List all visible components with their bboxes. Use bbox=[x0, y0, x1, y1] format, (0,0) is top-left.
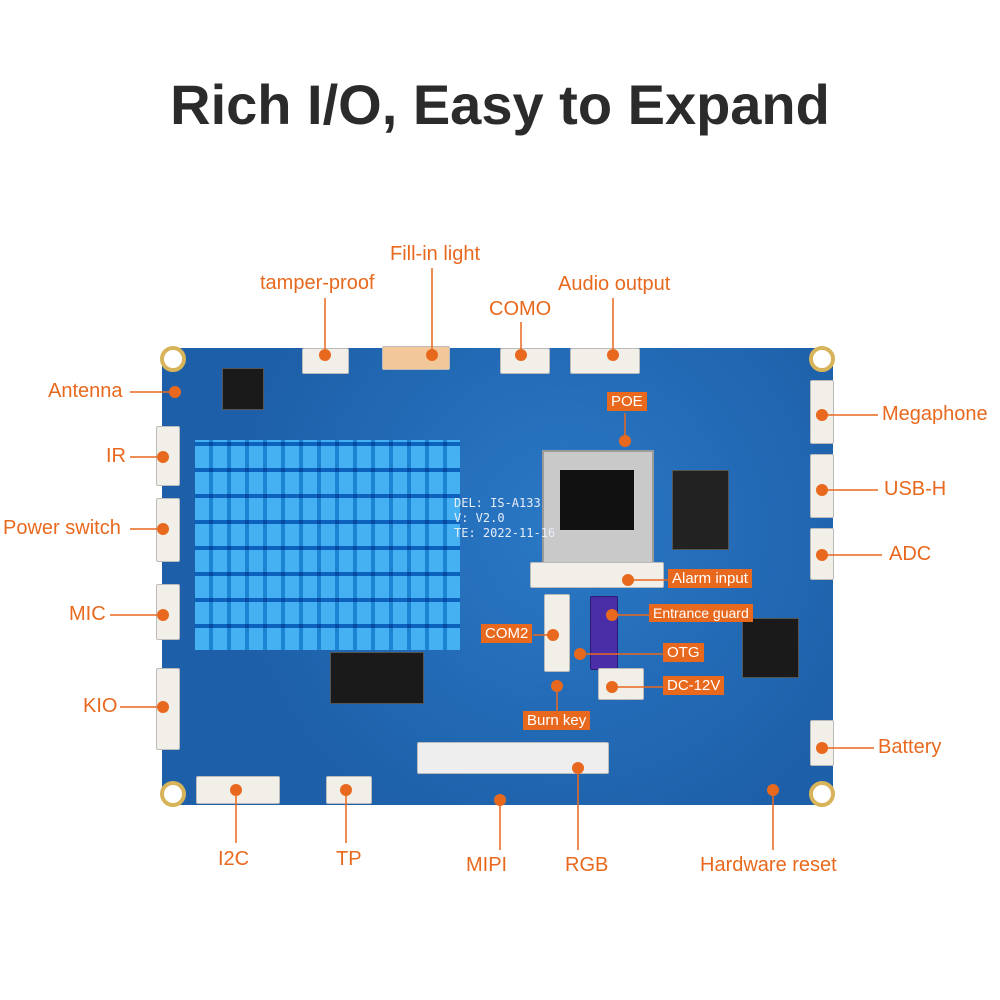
transformer-chip bbox=[672, 470, 729, 550]
label-power-switch: Power switch bbox=[3, 517, 121, 539]
label-alarm-input: Alarm input bbox=[668, 569, 752, 588]
adc-connector bbox=[810, 528, 834, 580]
label-mipi: MIPI bbox=[466, 854, 508, 876]
label-entrance-guard: Entrance guard bbox=[649, 604, 753, 622]
mounting-hole bbox=[809, 346, 835, 372]
label-otg: OTG bbox=[663, 643, 704, 662]
label-tamper-proof: tamper-proof bbox=[260, 272, 375, 294]
label-tp: TP bbox=[336, 848, 362, 870]
heatsink bbox=[195, 440, 460, 650]
label-burn-key: Burn key bbox=[523, 711, 591, 730]
label-poe: POE bbox=[607, 392, 647, 411]
mounting-hole bbox=[160, 346, 186, 372]
battery-connector bbox=[810, 720, 834, 766]
ethernet-port bbox=[542, 450, 654, 572]
label-usb-h: USB-H bbox=[884, 478, 947, 500]
audio-connector bbox=[570, 348, 640, 374]
memory-chip bbox=[330, 652, 424, 704]
label-antenna: Antenna bbox=[48, 380, 123, 402]
wifi-chip bbox=[222, 368, 264, 410]
tp-connector bbox=[326, 776, 372, 804]
label-como: COMO bbox=[489, 298, 552, 320]
dc-connector bbox=[598, 668, 644, 700]
label-battery: Battery bbox=[878, 736, 942, 758]
mounting-hole bbox=[809, 781, 835, 807]
light-connector bbox=[382, 346, 450, 370]
alarm-connector bbox=[530, 562, 664, 588]
pmic-chip bbox=[742, 618, 799, 678]
label-rgb: RGB bbox=[565, 854, 609, 876]
label-adc: ADC bbox=[889, 543, 932, 565]
label-fill-in-light: Fill-in light bbox=[390, 243, 481, 265]
label-com2: COM2 bbox=[481, 624, 533, 643]
mounting-hole bbox=[160, 781, 186, 807]
page-title: Rich I/O, Easy to Expand bbox=[170, 73, 830, 136]
label-ir: IR bbox=[106, 445, 126, 467]
label-kio: KIO bbox=[83, 695, 118, 717]
label-audio-output: Audio output bbox=[558, 273, 671, 295]
label-megaphone: Megaphone bbox=[882, 403, 988, 425]
label-dc-12v: DC-12V bbox=[663, 676, 725, 695]
label-hardware-reset: Hardware reset bbox=[700, 854, 837, 876]
label-i2c: I2C bbox=[218, 848, 250, 870]
label-mic: MIC bbox=[69, 603, 106, 625]
